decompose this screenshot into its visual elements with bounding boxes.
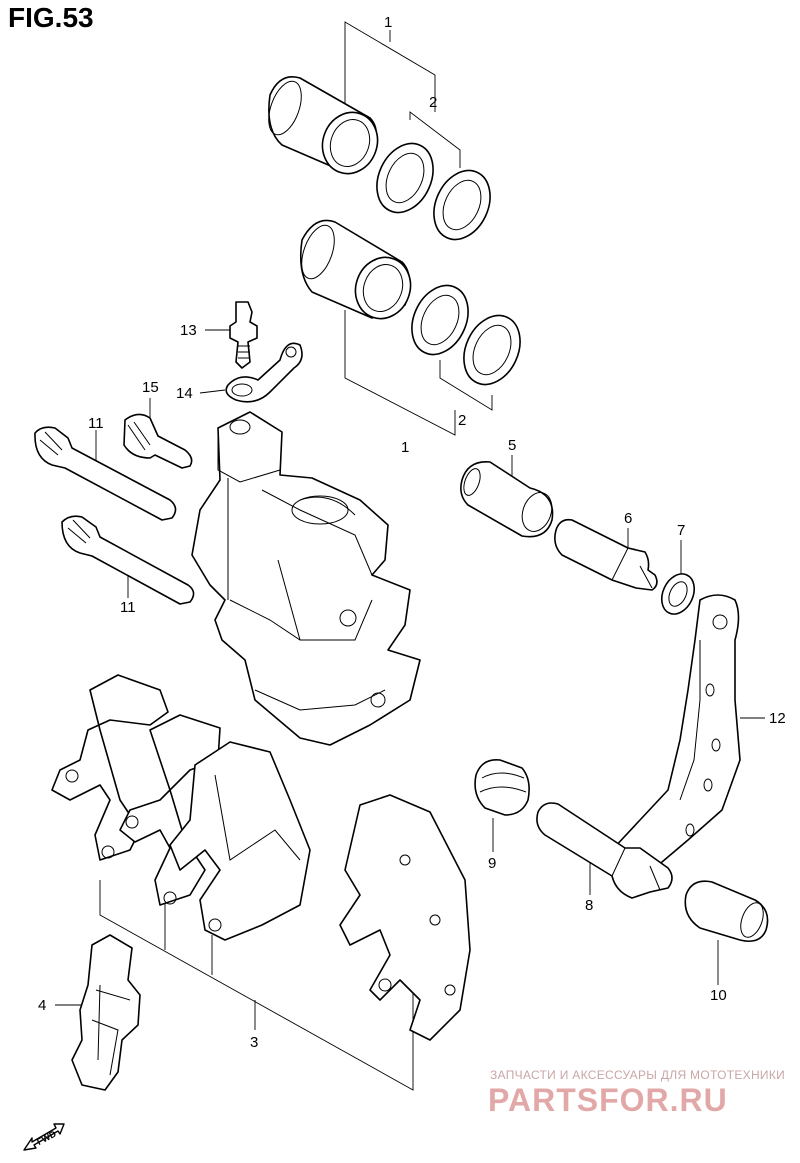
callout-13: 13 bbox=[180, 322, 197, 339]
callout-11-lower: 11 bbox=[120, 599, 136, 616]
callout-10: 10 bbox=[710, 987, 727, 1004]
callout-12: 12 bbox=[769, 710, 786, 727]
washer-7 bbox=[660, 573, 696, 615]
pin-8 bbox=[536, 802, 673, 899]
watermark-tagline: ЗАПЧАСТИ И АКСЕССУАРЫ ДЛЯ МОТОТЕХНИКИ bbox=[490, 1068, 786, 1082]
pin-11-upper bbox=[34, 426, 177, 521]
leader-lines bbox=[55, 329, 765, 1006]
caliper-body bbox=[191, 411, 421, 746]
bolt-15 bbox=[123, 413, 193, 469]
callout-9: 9 bbox=[488, 855, 496, 872]
caliper-bracket-12 bbox=[611, 594, 741, 881]
callout-1-upper: 1 bbox=[384, 14, 392, 31]
piston-lower bbox=[299, 219, 412, 320]
boot-9 bbox=[474, 758, 530, 816]
callout-11-upper: 11 bbox=[88, 415, 104, 432]
callout-15: 15 bbox=[142, 379, 159, 396]
bleeder-valve bbox=[229, 301, 258, 369]
bleeder-cap bbox=[225, 342, 303, 403]
boot-10 bbox=[684, 880, 769, 943]
callout-6: 6 bbox=[624, 510, 632, 527]
figure-title: FIG.53 bbox=[8, 2, 94, 33]
callout-brackets bbox=[99, 21, 493, 1091]
pin-11-lower bbox=[61, 515, 195, 605]
callout-7: 7 bbox=[677, 522, 685, 539]
seal-upper-1 bbox=[376, 142, 434, 214]
fwd-arrow-icon: FWD bbox=[23, 1123, 65, 1151]
callout-2-upper: 2 bbox=[429, 94, 437, 111]
bolt-6 bbox=[554, 518, 658, 591]
callout-labels: 1 2 1 2 13 14 15 11 11 5 6 7 12 9 8 10 4… bbox=[38, 14, 786, 1051]
seal-lower-1 bbox=[411, 284, 469, 356]
callout-4: 4 bbox=[38, 997, 46, 1014]
brake-pad-front bbox=[339, 794, 471, 1041]
sleeve-5 bbox=[460, 461, 554, 538]
callout-3: 3 bbox=[250, 1034, 258, 1051]
piston-upper bbox=[268, 76, 379, 175]
callout-8: 8 bbox=[585, 897, 593, 914]
callout-1-lower: 1 bbox=[401, 439, 409, 456]
callout-2-lower: 2 bbox=[458, 412, 466, 429]
watermark-brand: PARTSFOR.RU bbox=[488, 1082, 728, 1118]
brake-pad-rear bbox=[169, 741, 311, 941]
pad-spring-4 bbox=[71, 934, 141, 1091]
seal-upper-2 bbox=[433, 169, 491, 241]
callout-5: 5 bbox=[508, 437, 516, 454]
callout-14: 14 bbox=[176, 385, 193, 402]
seal-lower-2 bbox=[463, 314, 521, 386]
